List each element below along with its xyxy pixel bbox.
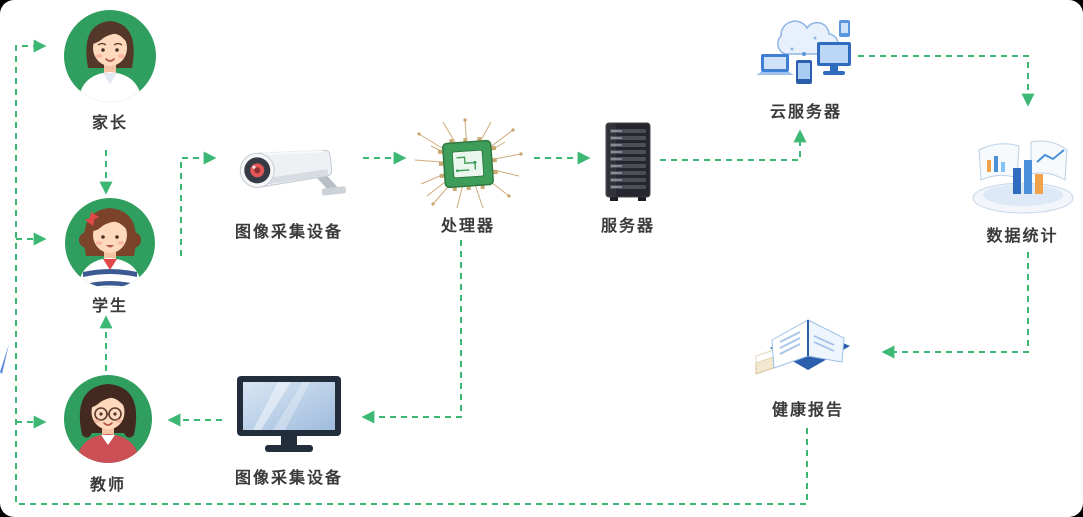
camera-bottom-label: 图像采集设备 [234, 470, 343, 487]
arrow-stats-to-report [881, 252, 1029, 359]
node-processor: 处理器 [413, 118, 523, 236]
teacher-label: 教师 [89, 477, 126, 494]
parent-label: 家长 [91, 115, 128, 132]
health-report-label: 健康报告 [771, 402, 844, 419]
arrow-cloud-to-stats [858, 55, 1035, 107]
node-teacher: 教师 [64, 375, 152, 495]
parent-avatar-icon [64, 10, 156, 102]
node-student: 学生 [65, 198, 155, 316]
node-parent: 家长 [64, 10, 156, 133]
node-data-stats: 数据统计 [962, 120, 1083, 246]
node-cloud-server: 云服务器 [746, 2, 866, 122]
cpu-chip-icon [414, 118, 523, 209]
processor-label: 处理器 [440, 218, 495, 235]
camera-top-label: 图像采集设备 [234, 224, 343, 241]
cloud-devices-icon [756, 20, 851, 84]
node-camera-top: 图像采集设备 [214, 126, 364, 242]
arrow-server-to-cloud [660, 129, 807, 161]
teacher-avatar-icon [64, 375, 152, 463]
server-label: 服务器 [600, 218, 655, 235]
cloud-server-label: 云服务器 [769, 104, 842, 121]
student-avatar-icon [65, 198, 155, 288]
edge-blue-artifact [0, 344, 9, 374]
arrow-processor-to-monitor [361, 240, 462, 424]
node-camera-bottom: 图像采集设备 [214, 374, 364, 488]
desktop-monitor-icon [237, 376, 341, 452]
data-stats-label: 数据统计 [986, 228, 1059, 245]
open-book-report-icon [755, 319, 850, 375]
arrow-student-to-camera [180, 151, 217, 256]
student-label: 学生 [91, 298, 128, 315]
cctv-camera-icon [239, 149, 346, 196]
server-rack-icon [605, 122, 651, 201]
node-health-report: 健康报告 [748, 298, 868, 420]
dashboard-stats-icon [972, 140, 1073, 214]
node-server: 服务器 [578, 120, 678, 236]
